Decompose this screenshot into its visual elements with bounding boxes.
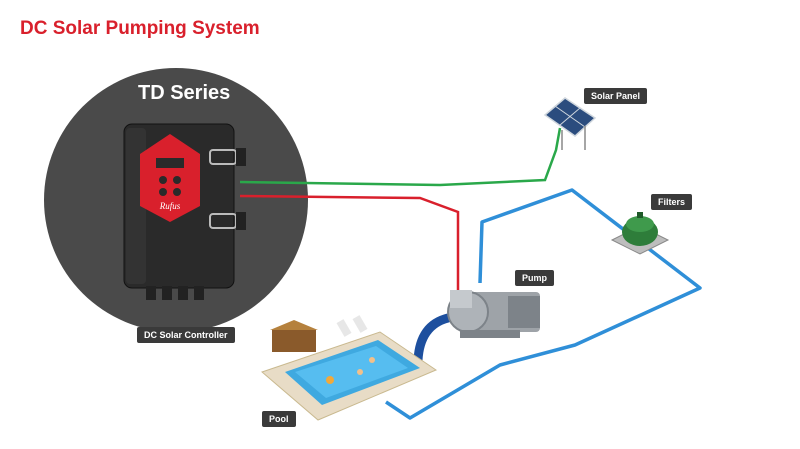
- filter-tank-icon: [610, 212, 670, 255]
- pool-illustration: [261, 315, 438, 421]
- green-wire: [239, 127, 562, 187]
- pump-icon: [447, 290, 540, 338]
- series-label: TD Series: [138, 82, 231, 104]
- red-wire: [239, 194, 460, 293]
- solar-controller-unit: [123, 123, 246, 300]
- suction-hose: [413, 313, 453, 365]
- solar-panel-icon: [543, 97, 597, 150]
- filters-label: Filters: [651, 194, 693, 210]
- diagram-title: DC Solar Pumping System: [20, 18, 260, 39]
- pump-label: Pump: [515, 270, 555, 286]
- solar-panel-label: Solar Panel: [584, 88, 648, 104]
- water-pipe-loop: [385, 188, 702, 420]
- controller-caption: DC Solar Controller: [137, 327, 235, 343]
- pool-label: Pool: [262, 411, 296, 427]
- controller-brand: Rufus: [159, 201, 181, 211]
